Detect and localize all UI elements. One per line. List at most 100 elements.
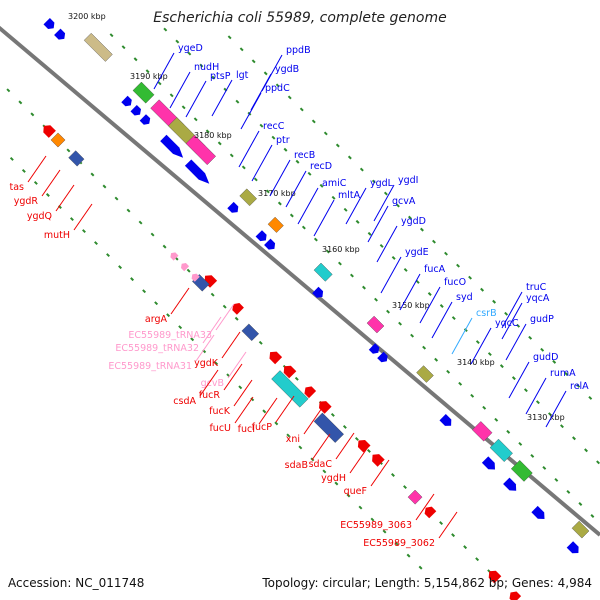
gene-leader-line	[303, 407, 323, 435]
ruler-dots-row-0	[518, 441, 523, 446]
ruler-dots-row-1	[511, 376, 516, 381]
gene-leader-line	[297, 187, 319, 225]
gene-leader-line	[202, 316, 222, 344]
gene-leader-line	[153, 52, 175, 90]
trna-mark-0	[170, 252, 179, 261]
ruler-dots-row-0	[506, 429, 511, 434]
ruler-dots-row-4	[190, 337, 195, 342]
ruler-dots-row-4	[370, 517, 375, 522]
ruler-dots-row-3	[162, 244, 167, 249]
ruler-dots-row-3	[258, 340, 263, 345]
gene-leader-line	[399, 273, 421, 311]
ruler-dots-row-1	[175, 39, 180, 44]
gene-leader-line	[240, 92, 262, 130]
gene-label-lower: EC55989_tRNA33	[128, 330, 212, 341]
ruler-dots-row-4	[21, 168, 26, 173]
ruler-dots-row-0	[277, 201, 282, 206]
forward-gene-0	[43, 18, 55, 29]
ruler-dots-row-1	[307, 171, 312, 176]
gene-label-lower: fucP	[252, 422, 273, 433]
gene-leader-line	[311, 433, 331, 461]
lower-cog-box-1	[68, 150, 85, 167]
gene-leader-line	[415, 493, 435, 521]
cog-box-11	[489, 438, 513, 462]
gene-leader-line	[501, 291, 523, 329]
gene-leader-line	[185, 80, 207, 118]
reverse-gene-10	[424, 506, 437, 519]
gene-label-upper: ygdI	[398, 175, 418, 186]
ruler-dots-row-4	[118, 265, 122, 270]
ruler-dots-row-3	[354, 436, 359, 441]
ruler-dots-row-1	[596, 460, 600, 465]
ruler-dots-row-2	[299, 107, 304, 112]
ruler-dots-row-3	[475, 557, 480, 562]
gene-label-upper: ppdB	[286, 45, 311, 56]
gene-leader-line	[431, 301, 453, 339]
ruler-dots-row-1	[548, 412, 552, 417]
ruler-dots-row-2	[239, 47, 244, 52]
gene-label-upper: csrB	[476, 308, 497, 319]
scale-label: 3180 kbp	[194, 131, 232, 140]
ruler-dots-row-3	[30, 112, 35, 117]
trna-mark-1	[181, 263, 190, 272]
ruler-dots-row-1	[403, 267, 408, 272]
forward-gene-14	[481, 456, 495, 470]
ruler-dots-row-0	[458, 381, 463, 386]
ruler-dots-row-0	[362, 285, 366, 290]
ruler-dots-row-3	[138, 220, 143, 225]
ruler-dots-row-0	[193, 117, 198, 122]
ruler-dots-row-1	[475, 340, 480, 345]
ruler-dots-row-1	[163, 27, 168, 32]
ruler-dots-row-3	[6, 88, 11, 93]
gene-leader-line	[376, 225, 398, 263]
gene-leader-line	[545, 390, 567, 428]
ruler-dots-row-0	[205, 129, 210, 134]
forward-gene-6	[184, 159, 210, 184]
ruler-dots-row-4	[82, 229, 86, 234]
forward-gene-15	[503, 477, 517, 491]
ruler-dots-row-1	[295, 159, 300, 164]
ruler-dots-row-2	[432, 239, 436, 244]
ruler-dots-row-3	[126, 208, 131, 213]
forward-gene-11	[368, 343, 380, 354]
gene-label-upper: yqcC	[495, 318, 519, 329]
cog-box-13	[571, 520, 590, 539]
gene-leader-line	[501, 302, 523, 340]
cog-box-5	[239, 188, 257, 207]
gene-label-upper: gudP	[530, 314, 554, 325]
ruler-dots-row-1	[391, 255, 396, 260]
forward-gene-8	[255, 230, 267, 242]
scale-label: 3140 kbp	[457, 358, 495, 367]
gene-label-lower: fucR	[199, 390, 221, 401]
forward-gene-5	[160, 134, 184, 158]
reverse-gene-9	[372, 454, 385, 467]
ruler-dots-row-3	[330, 412, 335, 417]
ruler-dots-row-4	[142, 289, 147, 294]
lower-cog-box-4	[271, 370, 309, 408]
gene-label-upper: ptr	[276, 135, 290, 146]
ruler-dots-row-1	[379, 243, 384, 248]
gene-label-upper: ygdE	[405, 247, 429, 258]
gene-leader-line	[438, 511, 458, 539]
reverse-gene-5	[283, 365, 297, 379]
gene-label-lower: fucI	[238, 424, 255, 435]
gene-label-upper: relA	[570, 381, 589, 392]
gene-label-upper: ptsP	[210, 71, 231, 82]
reverse-gene-12	[509, 591, 522, 600]
gene-label-upper: ygdD	[401, 216, 426, 227]
ruler-dots-row-4	[166, 313, 171, 318]
ruler-dots-row-4	[358, 505, 363, 510]
ruler-dots-row-2	[359, 167, 364, 172]
gene-label-lower: ygdH	[321, 473, 346, 484]
gene-label-lower: ygdR	[14, 196, 39, 207]
ruler-dots-row-0	[422, 345, 427, 350]
gene-label-upper: gudD	[533, 352, 558, 363]
cog-box-6	[267, 216, 284, 233]
ruler-dots-row-4	[418, 565, 423, 570]
gene-label-upper: truC	[526, 282, 547, 293]
ruler-dots-row-2	[576, 383, 581, 388]
ruler-dots-row-2	[383, 191, 388, 196]
ruler-dots-row-3	[186, 268, 191, 273]
ruler-dots-row-0	[229, 153, 234, 158]
lower-cog-box-5	[313, 412, 344, 443]
